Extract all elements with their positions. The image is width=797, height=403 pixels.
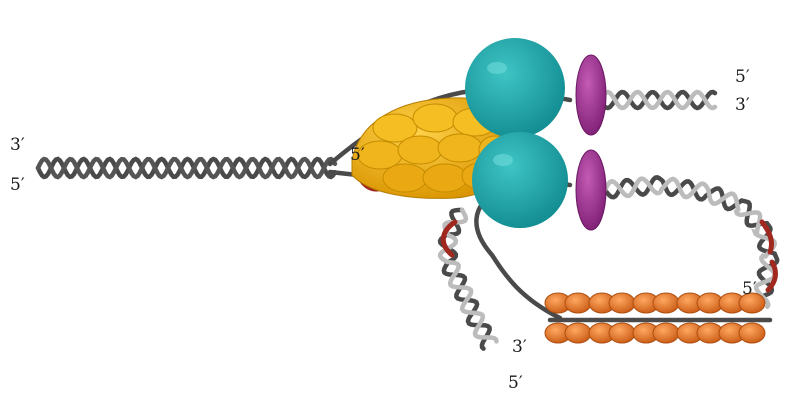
ssb-subunit [609,323,635,343]
label-bottom-3prime: 3′ [512,337,527,357]
label-left-5prime: 5′ [10,175,25,195]
ssb-subunit [653,323,679,343]
sliding-clamp-top [576,55,606,135]
label-left-3prime: 3′ [10,135,25,155]
dna-polymerase-lagging [472,132,568,228]
label-helicase-5prime: 5′ [350,145,365,165]
leading-daughter-duplex [600,92,715,108]
label-top-right-5prime: 5′ [735,67,750,87]
parental-dna-duplex [38,159,335,177]
lagging-daughter-duplex [440,210,496,349]
ssb-subunit [565,323,591,343]
ssb-subunit [565,293,591,313]
label-top-right-3prime: 3′ [735,95,750,115]
dna-polymerase-leading [465,38,565,138]
label-bottom-5prime: 5′ [508,373,523,393]
sliding-clamp-bottom [576,150,606,230]
label-loop-5prime: 5′ [742,279,757,299]
ssb-subunit [609,293,635,313]
ssb-subunit [653,293,679,313]
ssb-subunit [739,323,765,343]
